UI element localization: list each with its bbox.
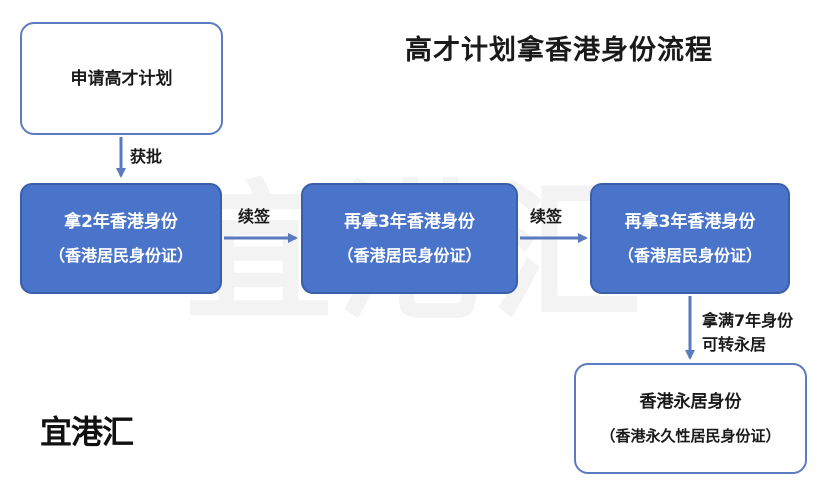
- node-visa3-first-line1: 再拿3年香港身份: [344, 211, 475, 232]
- node-visa3-second-line1: 再拿3年香港身份: [624, 211, 756, 232]
- node-apply-label: 申请高才计划: [70, 68, 173, 89]
- node-visa3-second-line2: （香港居民身份证）: [617, 245, 762, 265]
- page-title: 高才计划拿香港身份流程: [405, 35, 713, 66]
- edge-label-approved: 获批: [130, 147, 163, 166]
- node-visa3-first-line2: （香港居民身份证）: [337, 245, 482, 265]
- node-permanent-line1: 香港永居身份: [639, 391, 742, 412]
- brand-logo: 宜港汇: [40, 413, 134, 451]
- node-visa2: 拿2年香港身份 （香港居民身份证）: [20, 183, 222, 294]
- edge-label-renew-1: 续签: [238, 207, 271, 226]
- node-visa3-second: 再拿3年香港身份 （香港居民身份证）: [590, 183, 790, 294]
- edge-label-renew-2: 续签: [530, 207, 563, 226]
- edge-label-permanent: 拿满7年身份 可转永居: [702, 309, 793, 357]
- node-visa3-first: 再拿3年香港身份 （香港居民身份证）: [301, 183, 518, 294]
- node-visa2-line1: 拿2年香港身份: [64, 211, 178, 232]
- node-visa2-line2: （香港居民身份证）: [48, 245, 193, 265]
- edge-label-permanent-line1: 拿满7年身份: [702, 311, 794, 330]
- edge-label-permanent-line2: 可转永居: [702, 335, 767, 354]
- node-apply: 申请高才计划: [20, 22, 223, 135]
- node-permanent-line2: （香港永久性居民身份证）: [600, 426, 781, 445]
- node-permanent: 香港永居身份 （香港永久性居民身份证）: [574, 363, 807, 474]
